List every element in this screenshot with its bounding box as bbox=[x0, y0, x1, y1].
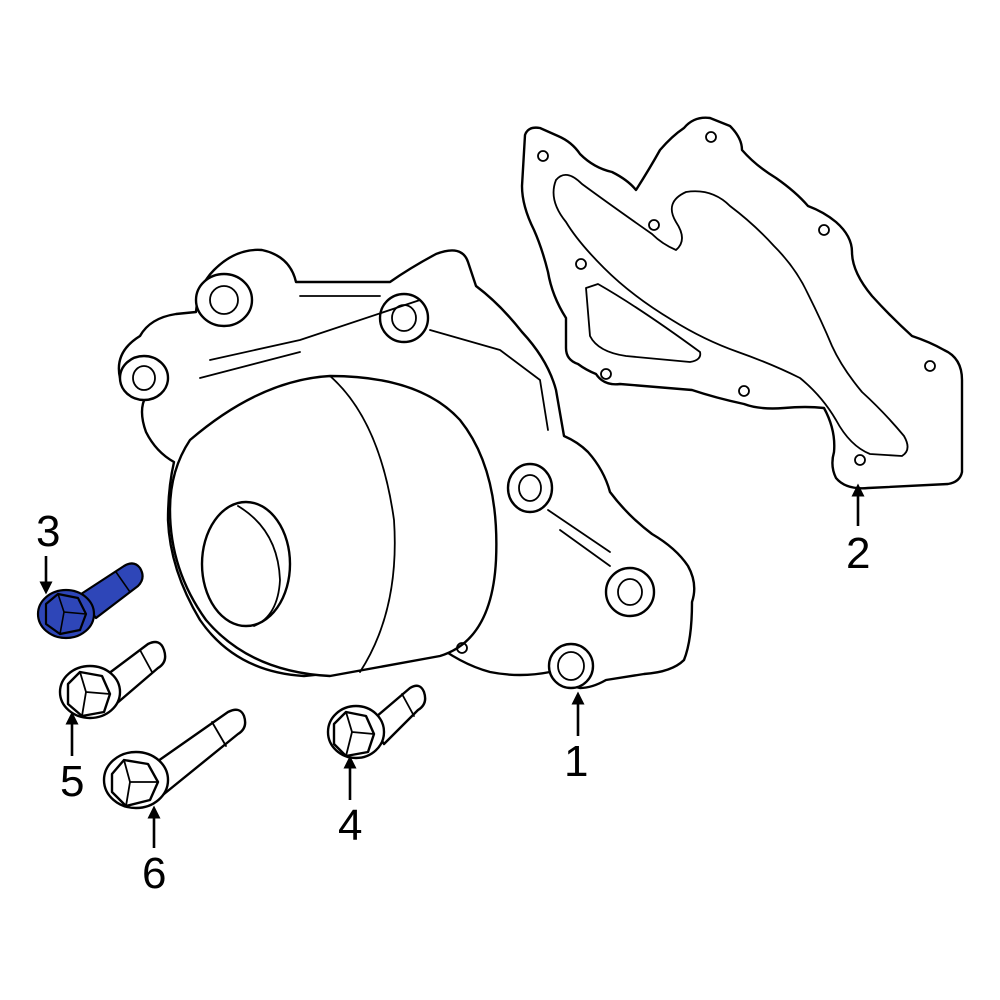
gasket-hole bbox=[818, 224, 830, 236]
pump-rib bbox=[429, 329, 549, 431]
callout-5: 5 bbox=[60, 711, 84, 806]
gasket-hole bbox=[648, 219, 660, 231]
bolt-3-head bbox=[44, 592, 88, 636]
callout-number: 6 bbox=[142, 849, 166, 898]
pump-lug-lower-right bbox=[604, 566, 656, 618]
pump-boss bbox=[456, 642, 468, 654]
callout-2: 2 bbox=[846, 483, 870, 578]
gasket-hole bbox=[537, 150, 549, 162]
bolt-3-shank bbox=[76, 562, 144, 620]
pump-lug-hole bbox=[132, 365, 156, 391]
callout-number: 4 bbox=[338, 801, 362, 850]
pump-bearing-edge bbox=[329, 375, 396, 673]
bolt-6-shank bbox=[146, 708, 247, 796]
callout-6: 6 bbox=[142, 805, 166, 898]
bolt-6-thread bbox=[211, 721, 227, 747]
gasket-hole bbox=[600, 368, 612, 380]
pump-lug-hole bbox=[518, 474, 542, 502]
callout-number: 5 bbox=[60, 757, 84, 806]
callout-number: 2 bbox=[846, 529, 870, 578]
gasket-hole bbox=[738, 385, 750, 397]
bolt-6-head bbox=[110, 758, 160, 808]
bolt-5-part[interactable] bbox=[58, 640, 167, 720]
gasket-hole bbox=[924, 360, 936, 372]
pump-lug-left bbox=[118, 354, 170, 402]
bolt-4-head bbox=[332, 710, 376, 758]
bolt-5-head bbox=[66, 670, 112, 718]
pump-rib bbox=[199, 351, 301, 379]
bolt-5-head-edge bbox=[79, 671, 111, 717]
pump-lug-bottom bbox=[547, 642, 595, 690]
pump-rib bbox=[547, 509, 611, 553]
callout-4: 4 bbox=[338, 755, 362, 850]
pump-rib bbox=[559, 529, 611, 567]
bolt-4-part[interactable] bbox=[326, 684, 427, 760]
gasket-hole bbox=[705, 131, 717, 143]
gasket-outline bbox=[520, 116, 964, 490]
callout-3: 3 bbox=[36, 507, 60, 595]
callout-number: 1 bbox=[564, 737, 588, 786]
pump-lug-hole bbox=[209, 285, 239, 315]
bolt-4-head-edge bbox=[345, 711, 375, 757]
pump-shaft-bore bbox=[200, 500, 292, 628]
bolt-3-head-edge bbox=[57, 593, 87, 635]
bolt-3-part[interactable] bbox=[36, 562, 144, 640]
water-pump-part[interactable] bbox=[117, 248, 696, 690]
pump-lug-right bbox=[506, 462, 554, 514]
bolt-5-thread bbox=[139, 649, 153, 673]
callout-1: 1 bbox=[564, 691, 588, 786]
gasket-inner-opening bbox=[552, 174, 909, 457]
bolt-6-part[interactable] bbox=[102, 708, 247, 810]
pump-lug-hole bbox=[617, 578, 643, 606]
pump-shaft-bore-edge bbox=[237, 505, 281, 627]
pump-lug-top-left bbox=[194, 272, 254, 328]
bolt-6-head-edge bbox=[123, 759, 159, 807]
pump-lug-top bbox=[378, 292, 430, 344]
gasket-part[interactable] bbox=[520, 116, 964, 490]
callout-number: 3 bbox=[36, 507, 60, 556]
gasket-hole bbox=[854, 454, 866, 466]
pump-lug-hole bbox=[557, 651, 585, 681]
gasket-hole bbox=[575, 258, 587, 270]
bolt-4-thread bbox=[401, 693, 415, 717]
pump-rib bbox=[209, 299, 421, 361]
bolt-3-thread bbox=[115, 571, 131, 593]
gasket-inner-opening-2 bbox=[585, 283, 702, 363]
